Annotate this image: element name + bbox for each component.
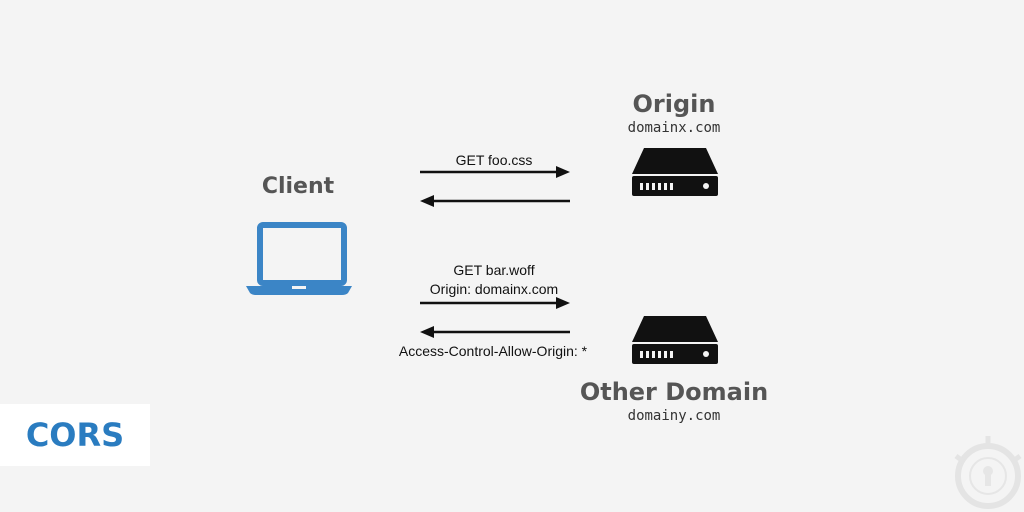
origin-server-icon	[632, 148, 718, 196]
other-domain-domain: domainy.com	[627, 408, 721, 424]
client-label: Client	[261, 174, 335, 199]
keyhole-watermark-icon	[954, 436, 1022, 509]
request-arrow-to-other-domain	[420, 297, 570, 309]
request-arrow-to-origin	[420, 166, 570, 178]
laptop-icon	[246, 222, 352, 295]
origin-domain: domainx.com	[627, 120, 721, 136]
first-request-label: GET foo.css	[455, 152, 533, 168]
cors-badge-text: CORS	[25, 416, 125, 454]
other-domain-label: Other Domain	[579, 378, 769, 406]
second-request-line1: GET bar.woff	[453, 262, 535, 278]
origin-label: Origin	[632, 90, 716, 118]
response-arrow-from-other-domain	[420, 326, 570, 338]
second-response-label: Access-Control-Allow-Origin: *	[398, 343, 588, 359]
cors-badge	[0, 404, 150, 466]
other-server-icon	[632, 316, 718, 364]
response-arrow-from-origin	[420, 195, 570, 207]
second-request-line2: Origin: domainx.com	[429, 281, 559, 297]
